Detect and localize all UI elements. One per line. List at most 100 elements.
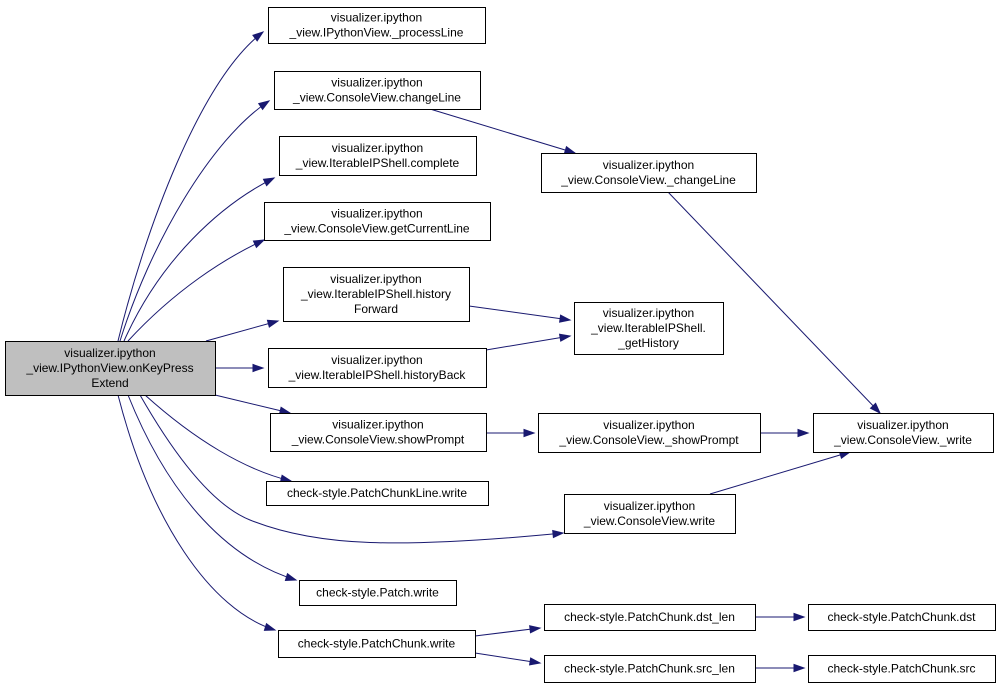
edge-onKeyPressExtend-to-getCurrentLine xyxy=(127,239,266,342)
node-srcLen[interactable]: check-style.PatchChunk.src_len xyxy=(544,655,756,683)
node-label-line: _getHistory xyxy=(617,336,679,350)
edge-line xyxy=(667,191,881,414)
node-label-line: visualizer.ipython xyxy=(604,499,695,513)
node-label-line: visualizer.ipython xyxy=(331,11,422,25)
node-changeLine[interactable]: visualizer.ipython_view.ConsoleView.chan… xyxy=(274,71,481,110)
node-label-line: _view.ConsoleView._showPrompt xyxy=(558,433,739,447)
node-box xyxy=(299,580,457,606)
arrowhead-icon xyxy=(284,572,298,581)
arrowhead-icon xyxy=(266,319,280,328)
nodes-layer: visualizer.ipython _view.IPythonView.onKe… xyxy=(5,7,996,683)
arrowhead-icon xyxy=(793,612,806,622)
node-box xyxy=(266,481,489,506)
node-label-line: visualizer.ipython xyxy=(332,141,423,155)
arrowhead-icon xyxy=(529,625,542,634)
node-label-line: visualizer.ipython xyxy=(330,272,421,286)
edge-line xyxy=(214,394,291,414)
node-label-line: _view.IterableIPShell.historyBack xyxy=(288,368,467,382)
arrowhead-icon xyxy=(257,100,271,111)
edge-onKeyPressExtend-to-consoleWrite xyxy=(139,394,565,544)
node-patchChunkWrite[interactable]: check-style.PatchChunk.write xyxy=(278,630,476,658)
node-label-line: _view.IterableIPShell. xyxy=(590,321,706,335)
edge-line xyxy=(474,627,541,637)
node-label-line: _view.IterableIPShell.history xyxy=(300,287,451,301)
edge-onKeyPressExtend-to-patchWrite xyxy=(127,394,298,581)
node-label-line: visualizer.ipython xyxy=(603,418,694,432)
arrowhead-icon xyxy=(558,333,572,342)
node-_changeLine[interactable]: visualizer.ipython_view.ConsoleView._cha… xyxy=(541,153,757,193)
node-box xyxy=(5,341,216,396)
node-label-line: visualizer.ipython xyxy=(857,418,948,432)
edge-onKeyPressExtend-to-historyBack xyxy=(215,363,265,373)
node-getCurrentLine[interactable]: visualizer.ipython_view.ConsoleView.getC… xyxy=(264,202,491,241)
edge-line xyxy=(709,451,851,495)
node-label-line: visualizer.ipython xyxy=(603,158,694,172)
node-label-line: visualizer.ipython xyxy=(331,353,422,367)
node-label-line: _view.ConsoleView.getCurrentLine xyxy=(283,222,470,236)
arrowhead-icon xyxy=(263,622,277,631)
edge-showPrompt-to-_showPrompt xyxy=(486,428,536,438)
edge-_changeLine-to-_write xyxy=(667,191,882,415)
node-_write[interactable]: visualizer.ipython_view.ConsoleView._wri… xyxy=(813,413,994,453)
arrowhead-icon xyxy=(793,663,806,673)
node-label-line: check-style.PatchChunkLine.write xyxy=(287,486,467,500)
edge-line xyxy=(474,652,541,664)
edge-line xyxy=(205,320,279,342)
node-dstLen[interactable]: check-style.PatchChunk.dst_len xyxy=(544,604,756,631)
node-patchChunkLineWrite[interactable]: check-style.PatchChunkLine.write xyxy=(266,481,489,506)
node-consoleWrite[interactable]: visualizer.ipython_view.ConsoleView.writ… xyxy=(564,494,736,534)
arrowhead-icon xyxy=(252,31,265,42)
node-label-line: visualizer.ipython xyxy=(331,76,422,90)
node-box xyxy=(808,655,996,683)
node-dst[interactable]: check-style.PatchChunk.dst xyxy=(808,604,996,631)
node-_showPrompt[interactable]: visualizer.ipython_view.ConsoleView._sho… xyxy=(538,413,761,453)
node-box xyxy=(278,630,476,658)
arrowhead-icon xyxy=(528,657,542,666)
node-label-line: check-style.PatchChunk.write xyxy=(298,637,456,651)
edge-line xyxy=(429,108,576,154)
node-box xyxy=(538,413,761,453)
node-label-line: Forward xyxy=(354,302,398,316)
edge-historyBack-to-_getHistory xyxy=(485,333,572,351)
arrowhead-icon xyxy=(552,529,565,539)
edge-line xyxy=(119,100,270,342)
node-processLine[interactable]: visualizer.ipython_view.IPythonView._pro… xyxy=(268,7,486,44)
node-label-line: _view.ConsoleView._changeLine xyxy=(560,173,736,187)
node-label-line: _view.IPythonView.onKeyPress xyxy=(25,361,193,375)
node-label-line: check-style.PatchChunk.dst xyxy=(827,610,976,624)
node-label-line: _view.ConsoleView._write xyxy=(833,433,972,447)
arrowhead-icon xyxy=(523,428,536,438)
node-patchWrite[interactable]: check-style.Patch.write xyxy=(299,580,457,606)
node-historyBack[interactable]: visualizer.ipython_view.IterableIPShell.… xyxy=(268,348,487,388)
node-box xyxy=(574,302,724,355)
edge-onKeyPressExtend-to-changeLine xyxy=(119,100,271,342)
node-label-line: _view.ConsoleView.showPrompt xyxy=(291,433,465,447)
edge-line xyxy=(127,394,297,581)
node-label-line: _view.IPythonView._processLine xyxy=(289,26,464,40)
node-onKeyPressExtend[interactable]: visualizer.ipython_view.IPythonView.onKe… xyxy=(5,341,216,396)
node-label-line: visualizer.ipython xyxy=(331,207,422,221)
node-box xyxy=(283,267,470,322)
node-box xyxy=(279,136,477,176)
edge-onKeyPressExtend-to-historyForward xyxy=(205,319,280,342)
node-box xyxy=(264,202,491,241)
edge-historyForward-to-_getHistory xyxy=(468,305,572,323)
node-label-line: _view.IterableIPShell.complete xyxy=(295,156,460,170)
node-showPrompt[interactable]: visualizer.ipython_view.ConsoleView.show… xyxy=(270,413,487,452)
node-historyForward[interactable]: visualizer.ipython_view.IterableIPShell.… xyxy=(283,267,470,322)
node-box xyxy=(813,413,994,453)
edge-onKeyPressExtend-to-complete xyxy=(123,177,276,342)
edge-line xyxy=(127,239,265,342)
edge-line xyxy=(123,177,275,342)
node-_getHistory[interactable]: visualizer.ipython_view.IterableIPShell.… xyxy=(574,302,724,355)
node-complete[interactable]: visualizer.ipython_view.IterableIPShell.… xyxy=(279,136,477,176)
arrowhead-icon xyxy=(252,363,265,373)
edge-_showPrompt-to-_write xyxy=(760,428,810,438)
node-src[interactable]: check-style.PatchChunk.src xyxy=(808,655,996,683)
arrowhead-icon xyxy=(563,145,577,154)
edge-dstLen-to-dst xyxy=(755,612,806,622)
edge-onKeyPressExtend-to-patchChunkLineWrite xyxy=(144,394,293,483)
node-label-line: check-style.PatchChunk.src_len xyxy=(564,662,735,676)
arrowhead-icon xyxy=(559,314,572,323)
edge-onKeyPressExtend-to-processLine xyxy=(117,31,265,342)
